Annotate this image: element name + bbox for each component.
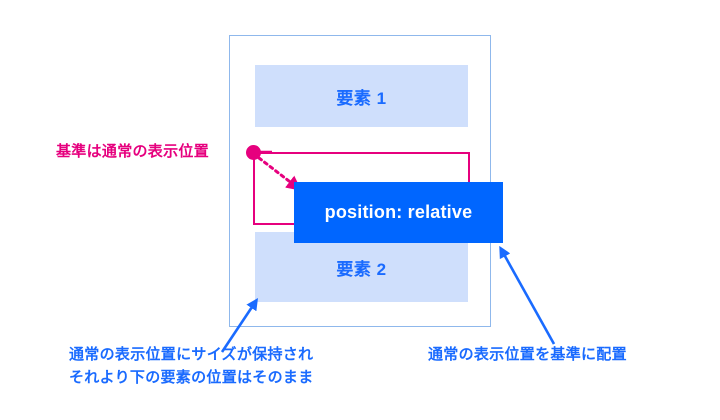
- annotation-bottom-left: 通常の表示位置にサイズが保持され それより下の要素の位置はそのまま: [69, 343, 314, 389]
- annotation-origin: 基準は通常の表示位置: [56, 143, 210, 160]
- flow-element-2-label: 要素 2: [336, 259, 387, 279]
- callout-arrow-right: [499, 245, 556, 345]
- parent-container: [229, 35, 491, 327]
- flow-element-1: 要素 1: [255, 65, 468, 127]
- relative-positioned-box: position: relative: [294, 182, 503, 243]
- annotation-bottom-left-line2: それより下の要素の位置はそのまま: [69, 369, 314, 386]
- flow-element-2: 要素 2: [255, 232, 468, 302]
- relative-box-label: position: relative: [324, 202, 473, 222]
- annotation-bottom-left-line1: 通常の表示位置にサイズが保持され: [69, 346, 314, 363]
- annotation-bottom-right: 通常の表示位置を基準に配置: [428, 346, 627, 363]
- origin-point-marker: [246, 145, 261, 160]
- flow-element-1-label: 要素 1: [336, 88, 387, 108]
